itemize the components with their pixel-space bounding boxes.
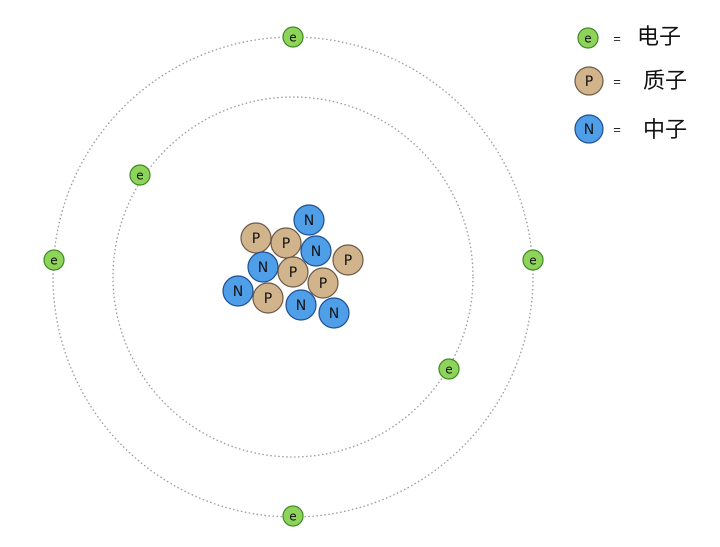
svg-text:P: P xyxy=(252,231,260,247)
electron: e xyxy=(282,26,304,48)
legend-proton-label: 质子 xyxy=(643,69,687,94)
neutron: N xyxy=(293,204,325,236)
neutron-legend-icon: N xyxy=(574,114,604,144)
electron: e xyxy=(282,505,304,527)
svg-text:P: P xyxy=(344,253,352,269)
svg-text:P: P xyxy=(282,236,290,252)
svg-text:P: P xyxy=(319,276,327,292)
legend-equals: = xyxy=(613,122,621,137)
proton: P xyxy=(307,267,339,299)
neutron: N xyxy=(222,275,254,307)
neutron: N xyxy=(300,235,332,267)
svg-text:P: P xyxy=(289,265,297,281)
svg-text:N: N xyxy=(584,122,594,138)
legend-equals: = xyxy=(613,74,621,89)
svg-text:N: N xyxy=(296,298,306,314)
svg-text:e: e xyxy=(529,254,536,268)
electron: e xyxy=(129,164,151,186)
svg-text:P: P xyxy=(585,74,593,90)
neutron: N xyxy=(247,251,279,283)
svg-text:e: e xyxy=(136,169,143,183)
proton: P xyxy=(252,282,284,314)
legend-neutron: N = 中子 xyxy=(574,114,687,144)
nucleus: N P P N P N P P xyxy=(222,204,364,329)
proton: P xyxy=(277,256,309,288)
svg-text:N: N xyxy=(304,213,314,229)
electron: e xyxy=(522,249,544,271)
svg-text:e: e xyxy=(289,31,296,45)
svg-text:N: N xyxy=(233,284,243,300)
electron-legend-icon: e xyxy=(577,27,599,49)
inner-orbit xyxy=(112,96,474,458)
proton-legend-icon: P xyxy=(574,66,604,96)
legend-equals: = xyxy=(613,31,621,46)
svg-text:N: N xyxy=(311,244,321,260)
svg-text:e: e xyxy=(445,363,452,377)
svg-text:e: e xyxy=(289,510,296,524)
electron: e xyxy=(438,358,460,380)
svg-text:N: N xyxy=(329,306,339,322)
neutron: N xyxy=(285,289,317,321)
svg-text:e: e xyxy=(50,254,57,268)
legend-neutron-label: 中子 xyxy=(643,118,687,143)
svg-text:N: N xyxy=(258,260,268,276)
proton: P xyxy=(240,222,272,254)
svg-text:P: P xyxy=(264,291,272,307)
legend: e = 电子 P = 质子 N = 中子 xyxy=(574,25,687,144)
legend-electron-label: 电子 xyxy=(637,25,681,50)
legend-electron: e = 电子 xyxy=(577,25,681,50)
proton: P xyxy=(270,227,302,259)
electron: e xyxy=(43,249,65,271)
proton: P xyxy=(332,244,364,276)
svg-text:e: e xyxy=(584,32,591,46)
neutron: N xyxy=(318,297,350,329)
legend-proton: P = 质子 xyxy=(574,66,687,96)
